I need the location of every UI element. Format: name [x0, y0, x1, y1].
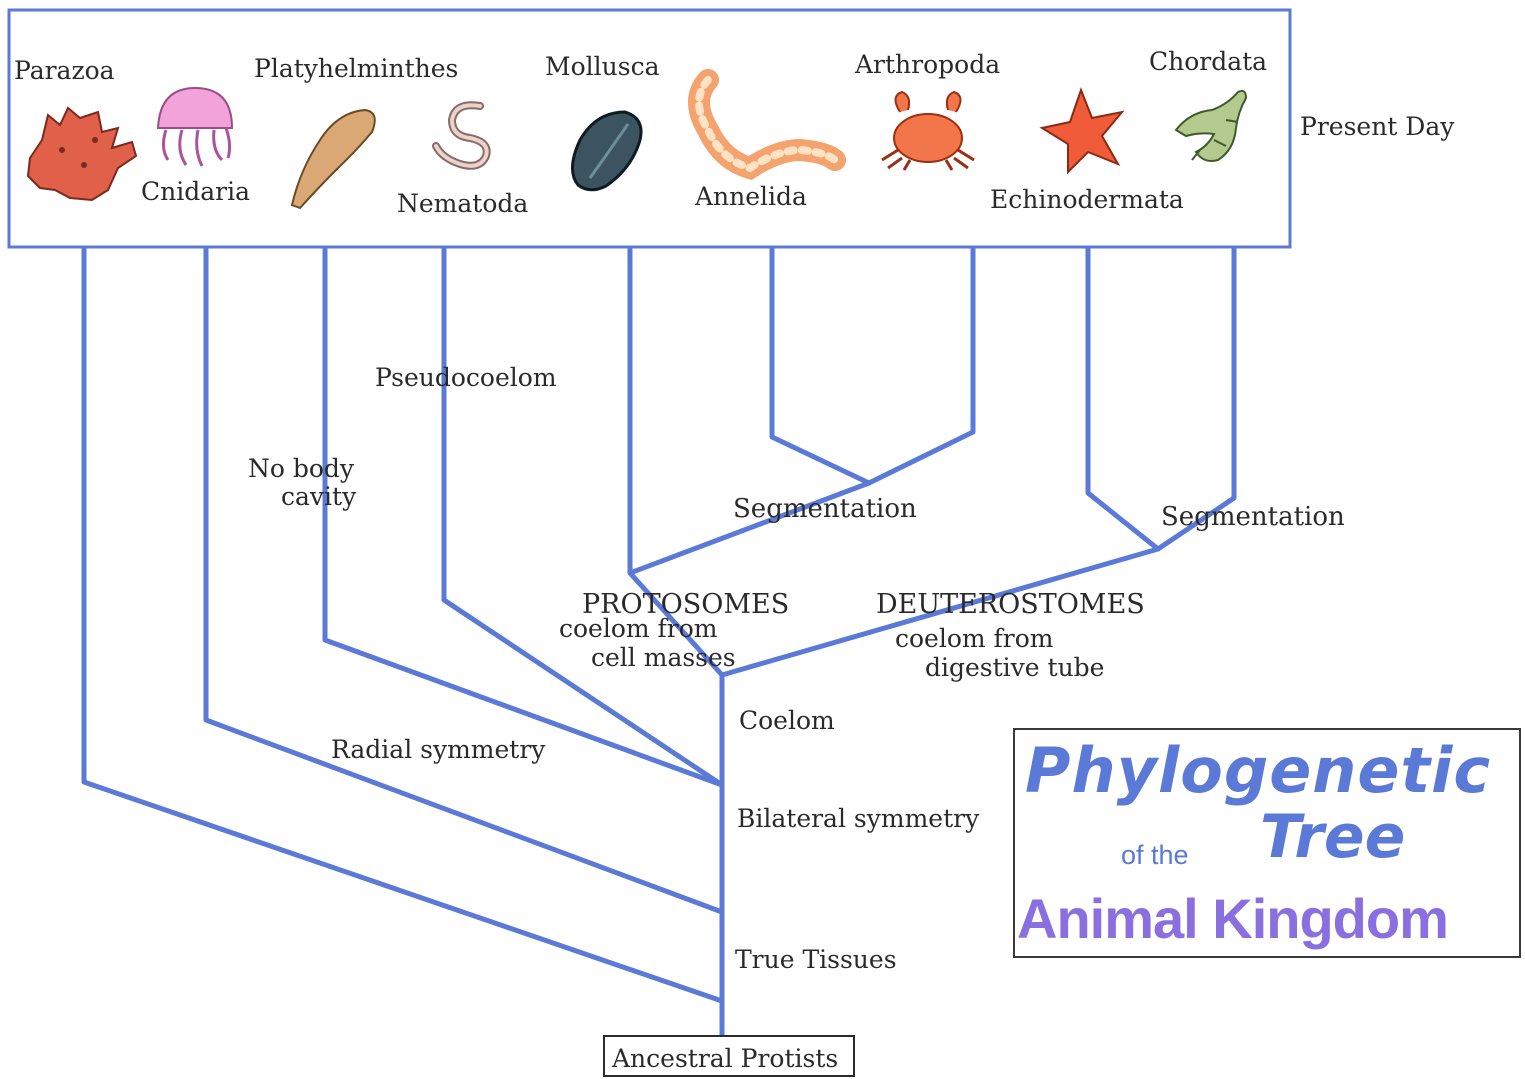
label-deuterostomes: DEUTEROSTOMES: [876, 589, 1145, 620]
label-protosomes-desc-2: cell masses: [591, 643, 736, 672]
label-protosomes-desc-1: coelom from: [559, 614, 718, 643]
branch-echinodermata: [1088, 249, 1158, 549]
label-no-body-cavity-2: cavity: [281, 482, 357, 511]
label-ancestral-protists: Ancestral Protists: [611, 1044, 838, 1073]
label-true-tissues: True Tissues: [735, 945, 897, 974]
label-pseudocoelom: Pseudocoelom: [375, 363, 557, 392]
label-mollusca: Mollusca: [545, 52, 660, 81]
branch-platyhelminthes: [325, 249, 722, 785]
label-radial-symmetry: Radial symmetry: [331, 735, 546, 764]
label-deuterostomes-desc-2: digestive tube: [925, 653, 1104, 682]
branch-cnidaria: [206, 249, 722, 912]
label-cnidaria: Cnidaria: [141, 177, 250, 206]
label-no-body-cavity-1: No body: [248, 454, 355, 483]
branch-annelida: [772, 249, 869, 483]
label-platyhelminthes: Platyhelminthes: [254, 54, 458, 83]
label-nematoda: Nematoda: [397, 189, 528, 218]
label-deuterostomes-desc-1: coelom from: [895, 624, 1054, 653]
label-parazoa: Parazoa: [14, 56, 115, 85]
label-arthropoda: Arthropoda: [854, 50, 1000, 79]
title-animal-kingdom: Animal Kingdom: [1017, 886, 1448, 951]
label-bilateral-symmetry: Bilateral symmetry: [737, 804, 980, 833]
label-chordata: Chordata: [1149, 47, 1267, 76]
label-coelom: Coelom: [739, 706, 835, 735]
title-phylogenetic: Phylogenetic: [1025, 734, 1491, 807]
label-present-day: Present Day: [1300, 112, 1455, 141]
label-annelida: Annelida: [694, 182, 807, 211]
label-echinodermata: Echinodermata: [990, 185, 1184, 214]
label-segmentation-protostomes: Segmentation: [733, 494, 917, 524]
branch-nematoda: [444, 249, 722, 785]
branch-arthropoda: [869, 249, 973, 483]
title-of-the: of the: [1121, 840, 1189, 871]
label-segmentation-deuterostomes: Segmentation: [1161, 502, 1345, 532]
title-tree: Tree: [1260, 802, 1405, 872]
title-box: Phylogenetic of the Tree Animal Kingdom: [1013, 728, 1521, 958]
